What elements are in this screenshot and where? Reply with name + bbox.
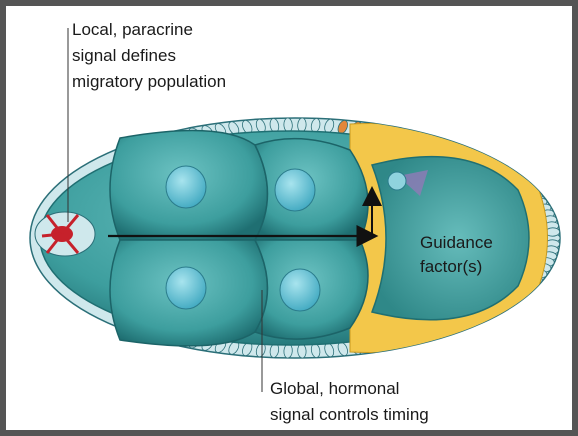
guidance-label-line-1: Guidance [420,233,493,252]
border-cell-cluster [35,212,95,256]
guidance-label-line-2: factor(s) [420,257,482,276]
top-note-line-2: signal defines [72,46,176,65]
nucleus [166,267,206,309]
oocyte-nucleus [388,172,406,190]
nucleus [166,166,206,208]
nurse-cells [110,130,368,345]
nucleus [275,169,315,211]
nucleus [280,269,320,311]
top-note-line-3: migratory population [72,72,226,91]
top-note-line-1: Local, paracrine [72,20,193,39]
bottom-note-line-2: signal controls timing [270,405,429,424]
bottom-note-line-1: Global, hormonal [270,379,399,398]
